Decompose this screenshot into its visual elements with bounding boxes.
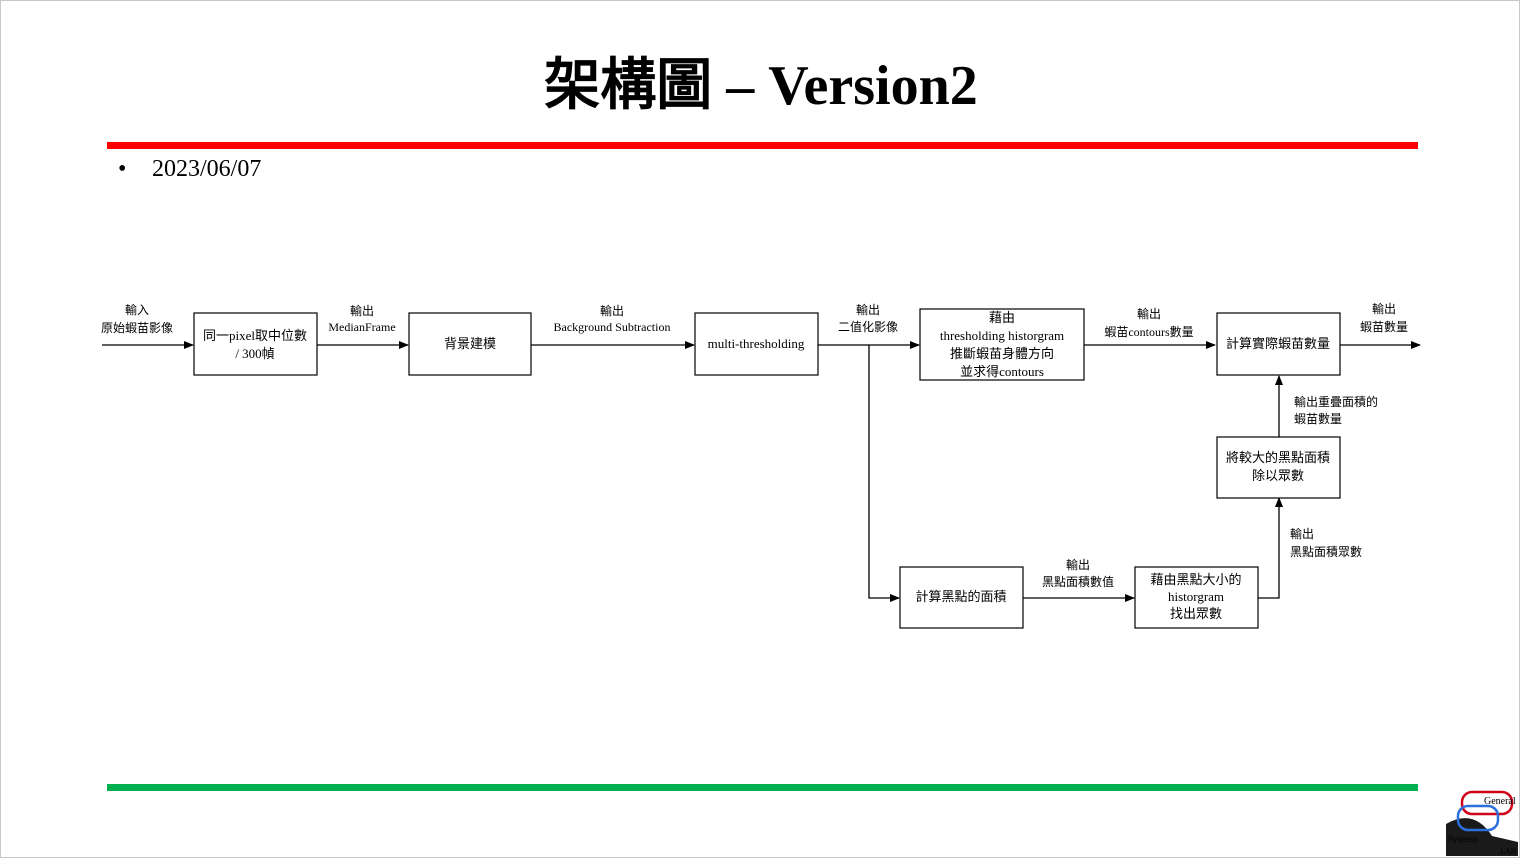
out-binary-1: 輸出 — [856, 302, 880, 317]
mode-line3: 找出眾數 — [1170, 606, 1222, 621]
out-area-2: 黑點面積數值 — [1042, 574, 1114, 589]
logo-word-lab: LAB — [1500, 847, 1516, 856]
out-contours-1: 輸出 — [1137, 306, 1161, 321]
out-mode-1: 輸出 — [1290, 526, 1314, 541]
median-line1: 同一pixel取中位數 — [203, 328, 307, 343]
input-label-1: 輸入 — [125, 302, 149, 317]
mode-line2: historgram — [1168, 589, 1224, 604]
out-final-2: 蝦苗數量 — [1360, 320, 1408, 334]
histogram-line2: thresholding historgram — [940, 328, 1064, 343]
gs-lab-logo: General Systems LAB — [1446, 784, 1518, 856]
logo-word-general: General — [1484, 796, 1516, 807]
count-line1: 計算實際蝦苗數量 — [1226, 336, 1330, 351]
out-median-1: 輸出 — [350, 303, 374, 318]
median-line2: / 300幀 — [235, 346, 274, 361]
background-line1: 背景建模 — [444, 336, 496, 351]
out-area-1: 輸出 — [1066, 557, 1090, 572]
input-label-2: 原始蝦苗影像 — [101, 321, 173, 335]
out-final-1: 輸出 — [1372, 301, 1396, 316]
box-histogram — [919, 308, 1085, 381]
histogram-line4: 並求得contours — [960, 364, 1044, 379]
box-count — [1216, 312, 1341, 376]
out-median-2: MedianFrame — [328, 320, 395, 334]
mode-line1: 藉由黑點大小的 — [1150, 572, 1241, 587]
date-text: 2023/06/07 — [152, 156, 262, 182]
box-background — [408, 312, 532, 376]
out-binary-2: 二值化影像 — [838, 319, 898, 334]
out-overlap-2: 蝦苗數量 — [1294, 412, 1342, 426]
date-bullet: • 2023/06/07 — [118, 156, 261, 183]
out-mode-2: 黑點面積眾數 — [1290, 544, 1362, 559]
out-bg-2: Background Subtraction — [554, 320, 671, 334]
logo-word-systems: Systems — [1448, 834, 1479, 844]
multi-line1: multi-thresholding — [708, 336, 805, 351]
out-contours-2: 蝦苗contours數量 — [1104, 325, 1193, 339]
box-mode — [1134, 566, 1259, 629]
area-line1: 計算黑點的面積 — [915, 589, 1006, 604]
title-underline-red — [107, 142, 1418, 149]
histogram-line1: 藉由 — [989, 310, 1015, 325]
out-bg-1: 輸出 — [600, 303, 624, 318]
out-overlap-1: 輸出重疊面積的 — [1294, 394, 1378, 409]
box-area — [899, 566, 1024, 629]
arrow-branch-to-area — [868, 345, 900, 602]
box-multi-thresholding — [694, 312, 819, 376]
connectors — [102, 341, 1421, 602]
histogram-line3: 推斷蝦苗身體方向 — [950, 346, 1054, 361]
arrow-mode-to-divide — [1258, 497, 1283, 599]
divide-line1: 將較大的黑點面積 — [1226, 450, 1330, 465]
bullet-dot: • — [118, 156, 127, 182]
divide-line2: 除以眾數 — [1252, 468, 1304, 483]
slide-title: 架構圖 – Version2 — [544, 55, 978, 117]
box-divide — [1216, 436, 1341, 499]
box-median — [193, 312, 318, 376]
footer-rule-green — [107, 784, 1418, 791]
